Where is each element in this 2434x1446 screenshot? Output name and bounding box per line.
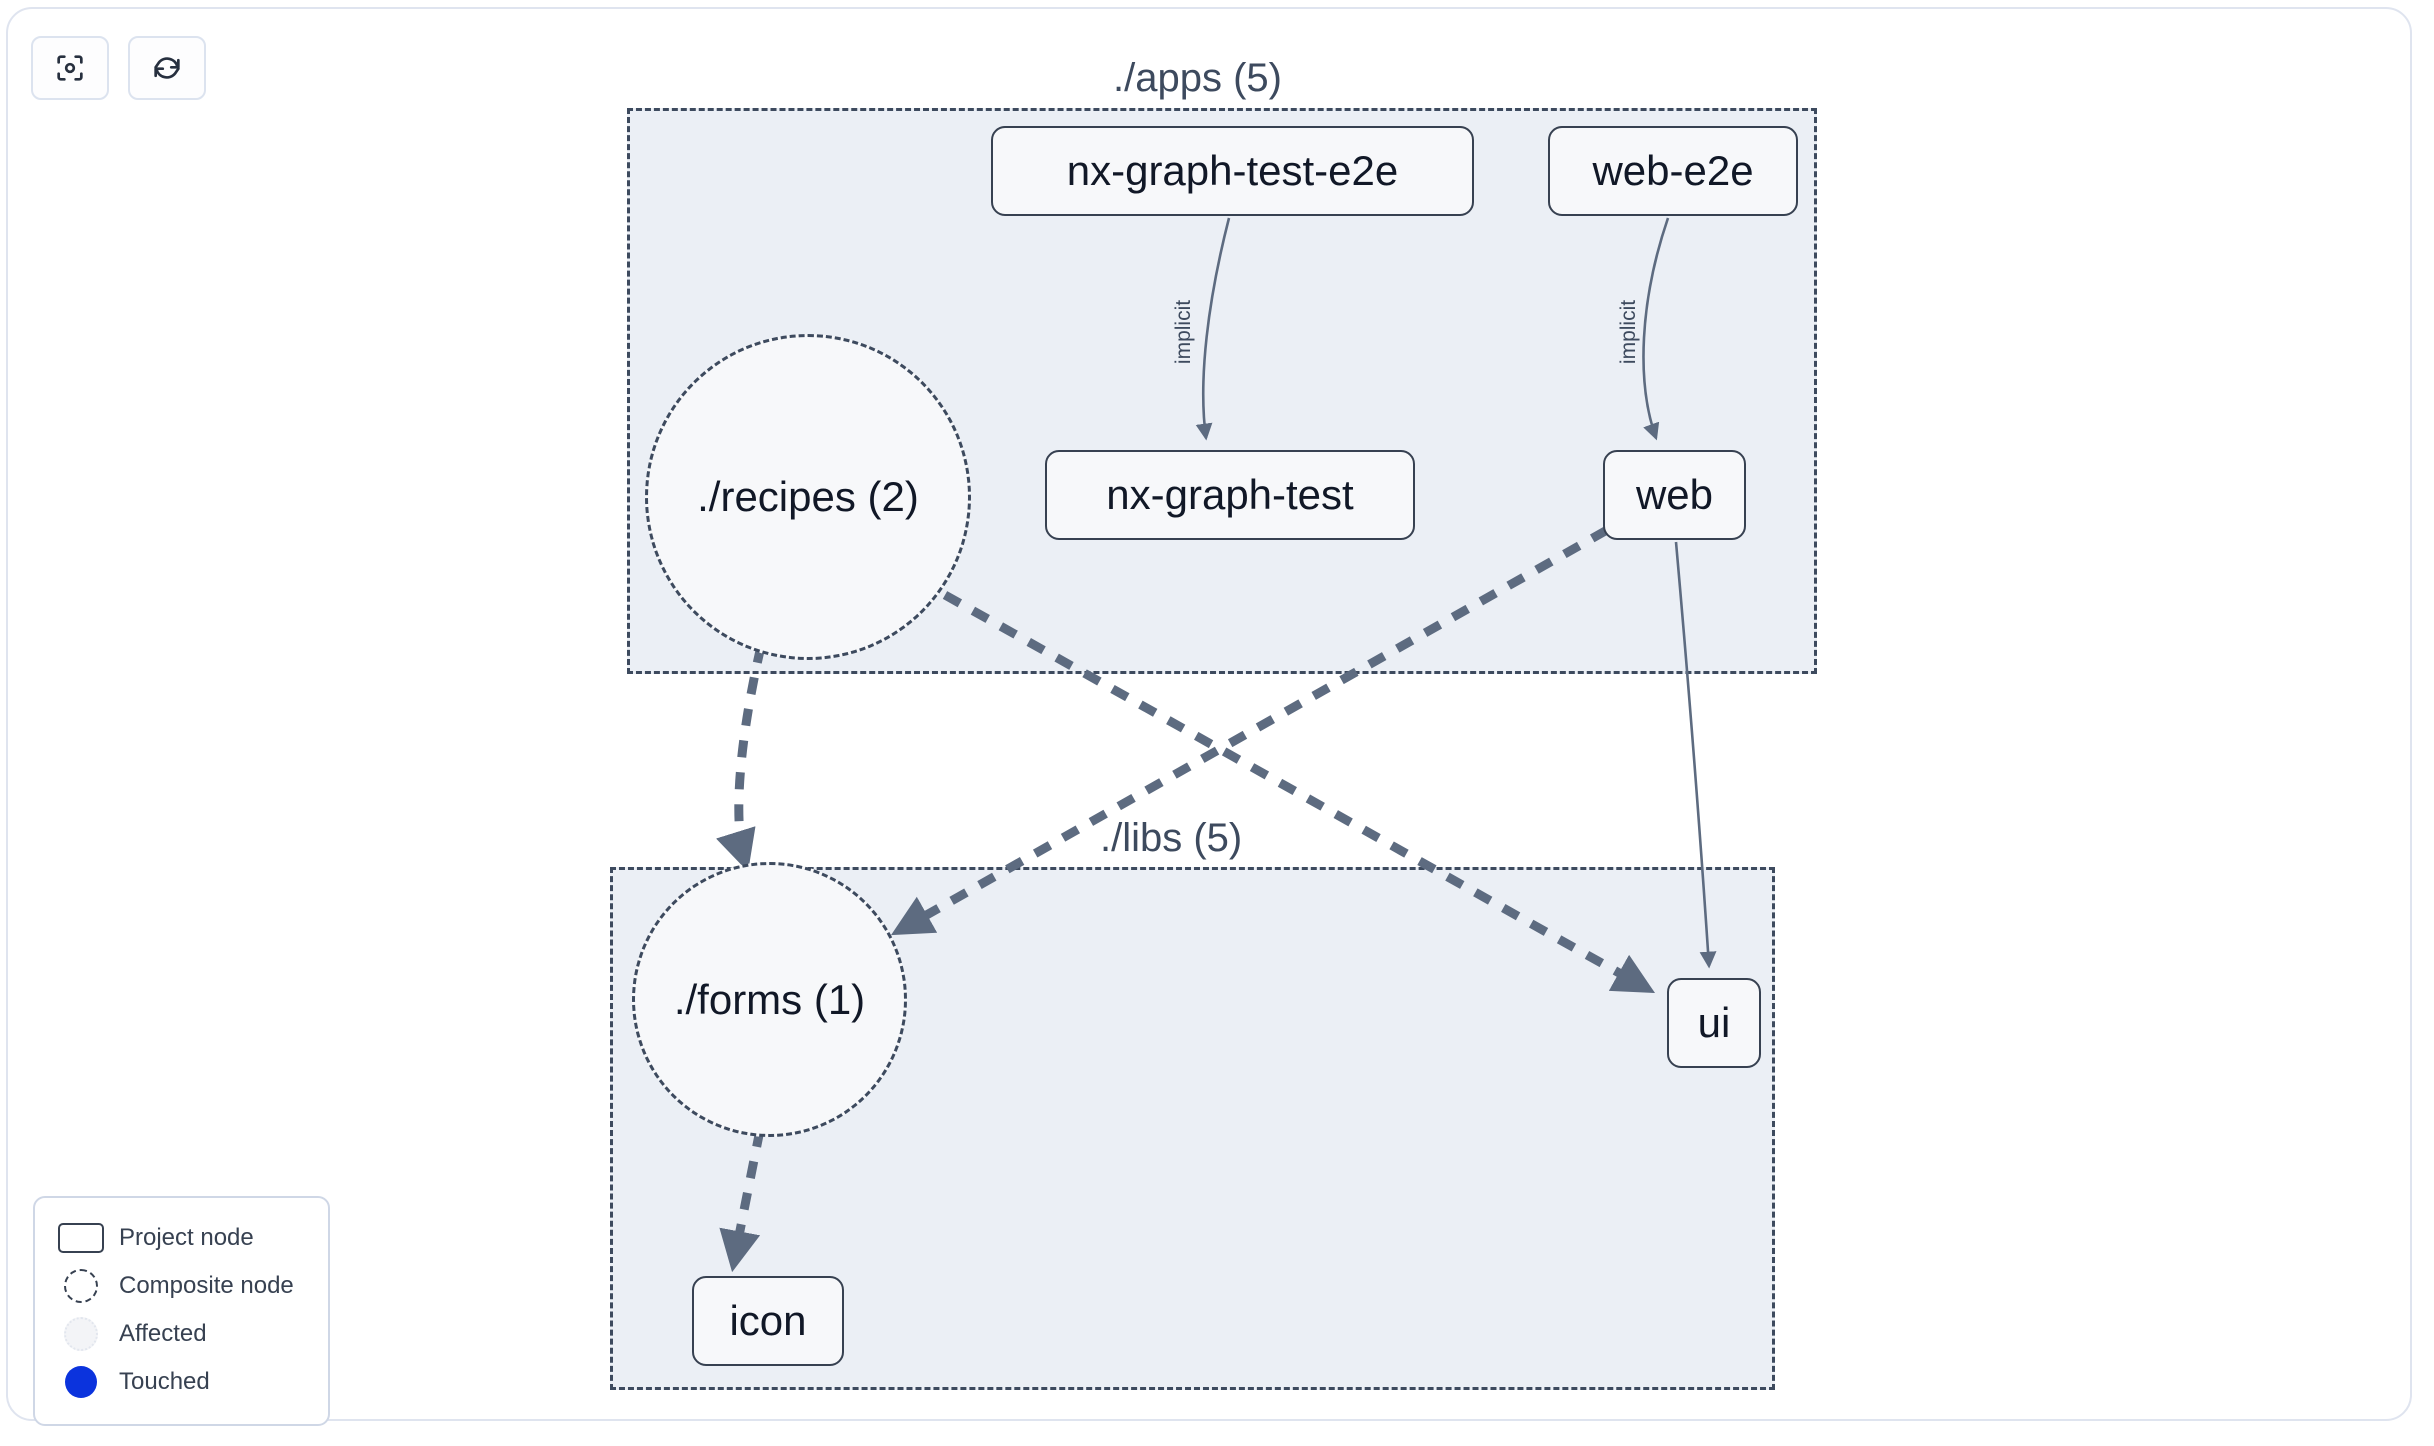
project-node-swatch [53, 1223, 109, 1253]
touched-swatch [53, 1366, 109, 1398]
refresh-icon [150, 51, 184, 85]
legend-item-touched: Touched [53, 1358, 310, 1406]
refresh-graph-button[interactable] [128, 36, 206, 100]
legend-item-composite-node: Composite node [53, 1262, 310, 1310]
focus-target-icon [53, 51, 87, 85]
legend-label-project-node: Project node [119, 1224, 254, 1251]
legend-item-affected: Affected [53, 1310, 310, 1358]
composite-node-swatch [53, 1269, 109, 1303]
graph-legend: Project node Composite node Affected Tou… [33, 1196, 330, 1426]
node-icon[interactable]: icon [692, 1276, 844, 1366]
node-forms[interactable]: ./forms (1) [632, 862, 907, 1137]
node-recipes[interactable]: ./recipes (2) [645, 334, 971, 660]
node-web-e2e[interactable]: web-e2e [1548, 126, 1798, 216]
legend-label-touched: Touched [119, 1368, 210, 1395]
node-ui[interactable]: ui [1667, 978, 1761, 1068]
group-label-apps: ./apps (5) [1113, 56, 1282, 100]
graph-toolbar [31, 36, 206, 100]
legend-item-project-node: Project node [53, 1214, 310, 1262]
legend-label-composite-node: Composite node [119, 1272, 294, 1299]
node-nx-graph-test[interactable]: nx-graph-test [1045, 450, 1415, 540]
group-label-libs: ./libs (5) [1100, 816, 1243, 860]
node-web[interactable]: web [1603, 450, 1746, 540]
node-nx-graph-test-e2e[interactable]: nx-graph-test-e2e [991, 126, 1474, 216]
focus-graph-button[interactable] [31, 36, 109, 100]
legend-label-affected: Affected [119, 1320, 207, 1347]
affected-swatch [53, 1317, 109, 1351]
